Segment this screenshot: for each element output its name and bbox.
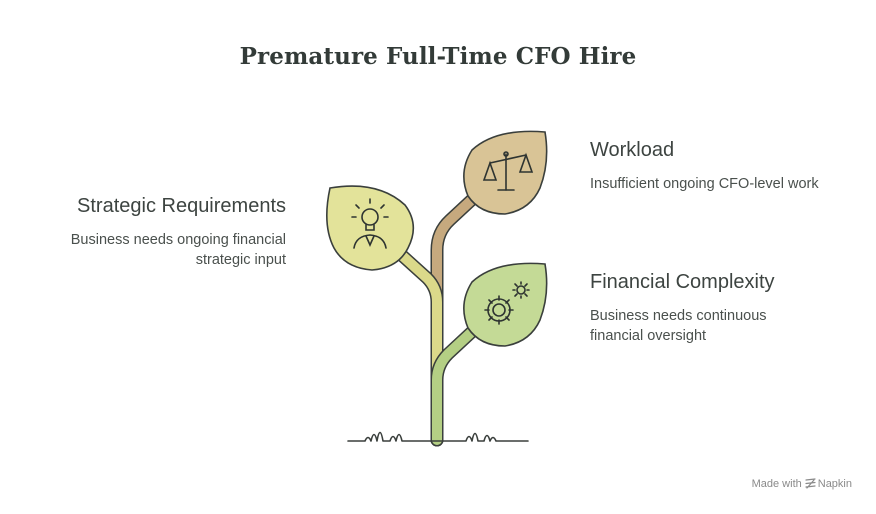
financial-complexity-description: Business needs continuous financial over… bbox=[590, 306, 767, 346]
gears-icon bbox=[484, 281, 530, 325]
financial-complexity-heading: Financial Complexity bbox=[590, 271, 775, 293]
description-line: financial oversight bbox=[590, 328, 707, 344]
made-with-napkin-watermark[interactable]: Made with Napkin bbox=[752, 478, 852, 490]
ground-grass bbox=[347, 431, 529, 442]
stem-complexity bbox=[430, 321, 483, 447]
page-title: Premature Full-Time CFO Hire bbox=[239, 43, 637, 70]
strategic-requirements-heading: Strategic Requirements bbox=[77, 195, 286, 217]
napkin-logo-icon bbox=[805, 478, 816, 489]
stem-strategic bbox=[389, 243, 444, 447]
workload-heading: Workload bbox=[590, 139, 675, 161]
made-with-label: Made with bbox=[751, 478, 802, 490]
napkin-brand-label: Napkin bbox=[817, 478, 852, 490]
description-line: Insufficient ongoing CFO-level work bbox=[590, 176, 819, 192]
stem-workload bbox=[430, 187, 485, 447]
balance-scale-icon bbox=[482, 151, 534, 191]
description-line: Business needs continuous bbox=[590, 308, 767, 324]
description-line: strategic input bbox=[195, 252, 286, 268]
strategic-requirements-description: Business needs ongoing financial strateg… bbox=[71, 230, 286, 270]
description-line: Business needs ongoing financial bbox=[70, 232, 286, 248]
leaf-strategic bbox=[326, 185, 415, 271]
leaf-complexity bbox=[463, 262, 548, 347]
workload-description: Insufficient ongoing CFO-level work bbox=[590, 174, 819, 194]
lightbulb-person-icon bbox=[351, 198, 389, 249]
